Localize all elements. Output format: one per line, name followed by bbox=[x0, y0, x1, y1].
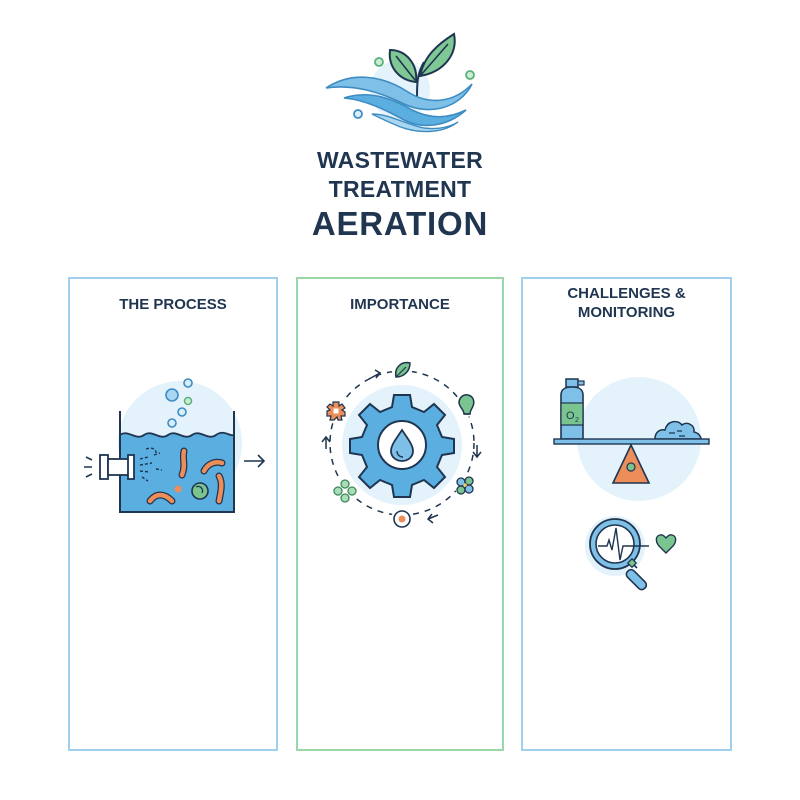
heart-icon bbox=[655, 534, 677, 554]
svg-text:O: O bbox=[566, 410, 575, 422]
title-line-2: TREATMENT bbox=[328, 176, 472, 202]
panel-importance: IMPORTANCE bbox=[296, 277, 504, 751]
title-line-1: WASTEWATER bbox=[316, 147, 484, 173]
panel-title: CHALLENGES & MONITORING bbox=[523, 284, 730, 322]
oxygen-tank-icon: O 2 bbox=[560, 378, 585, 440]
panel-challenges-monitoring: CHALLENGES & MONITORING O 2 bbox=[521, 277, 732, 751]
balance-scale-icon: O 2 bbox=[553, 377, 710, 501]
panel-the-process: THE PROCESS bbox=[68, 277, 278, 751]
panel-title: THE PROCESS bbox=[119, 296, 227, 313]
outflow-arrow-icon bbox=[244, 454, 266, 468]
svg-text:2: 2 bbox=[575, 417, 579, 424]
air-bubbles-icon bbox=[183, 378, 193, 388]
magnifier-heartbeat-icon bbox=[585, 516, 677, 591]
logo bbox=[320, 22, 480, 134]
target-icon bbox=[391, 508, 413, 530]
microorganisms-icon bbox=[146, 447, 226, 505]
title-line-3: AERATION bbox=[311, 205, 489, 242]
page-title: WASTEWATER TREATMENT AERATION bbox=[250, 146, 550, 244]
small-gear-icon bbox=[324, 399, 348, 423]
panel-title: IMPORTANCE bbox=[350, 296, 450, 313]
air-diffuser-pipe-icon bbox=[84, 447, 163, 482]
gear-with-water-drop-icon bbox=[321, 361, 482, 530]
sludge-pile-icon bbox=[654, 420, 702, 440]
aeration-tank-icon bbox=[84, 378, 266, 513]
panel-title-line-1: CHALLENGES & bbox=[567, 285, 686, 302]
panel-title-line-2: MONITORING bbox=[577, 304, 676, 321]
microbe-cluster-icon bbox=[454, 474, 476, 496]
clover-icon bbox=[333, 479, 357, 503]
lightbulb-icon bbox=[454, 393, 478, 417]
leaf-icon bbox=[392, 361, 412, 381]
water-waves-with-sprout-icon bbox=[325, 32, 475, 133]
